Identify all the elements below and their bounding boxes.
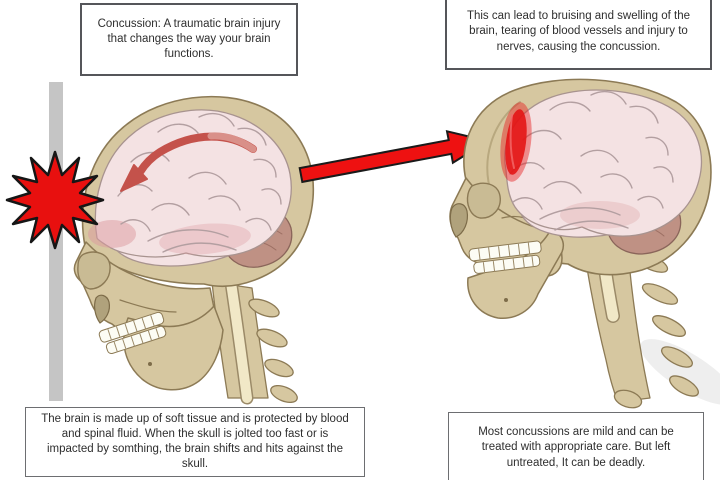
left-cheek-line	[119, 299, 177, 313]
right-chin-foramen	[504, 298, 508, 302]
callout-result: This can lead to bruising and swelling o…	[445, 0, 712, 70]
bruise-patch-icon	[500, 102, 532, 182]
brain-motion-arrow	[120, 132, 257, 192]
callout-definition-text: Concussion: A traumatic brain injury tha…	[97, 17, 281, 61]
left-nasal-opening	[94, 294, 111, 324]
left-teeth	[98, 311, 167, 355]
callout-definition: Concussion: A traumatic brain injury tha…	[80, 3, 298, 76]
callout-mechanism: The brain is made up of soft tissue and …	[25, 407, 365, 477]
left-head-illustration	[73, 95, 315, 405]
right-brain	[500, 89, 703, 238]
right-teeth	[468, 240, 542, 274]
left-chin-foramen	[148, 362, 152, 366]
callout-severity: Most concussions are mild and can be tre…	[448, 412, 704, 480]
left-neck-vertebrae	[211, 269, 298, 405]
right-eye-socket	[466, 182, 501, 219]
left-brain-bruise-shade	[88, 220, 136, 248]
left-brain-gyri	[117, 112, 282, 253]
callout-severity-text: Most concussions are mild and can be tre…	[478, 426, 674, 469]
right-head-illustration	[449, 78, 720, 409]
right-nasal-opening	[449, 203, 469, 238]
callout-result-text: This can lead to bruising and swelling o…	[466, 10, 691, 53]
right-brain-gyri	[509, 90, 674, 231]
callout-mechanism-text: The brain is made up of soft tissue and …	[41, 412, 349, 471]
left-eye-socket	[77, 251, 111, 290]
transfer-arrow-icon	[298, 129, 491, 184]
impact-starburst-icon	[5, 150, 105, 250]
